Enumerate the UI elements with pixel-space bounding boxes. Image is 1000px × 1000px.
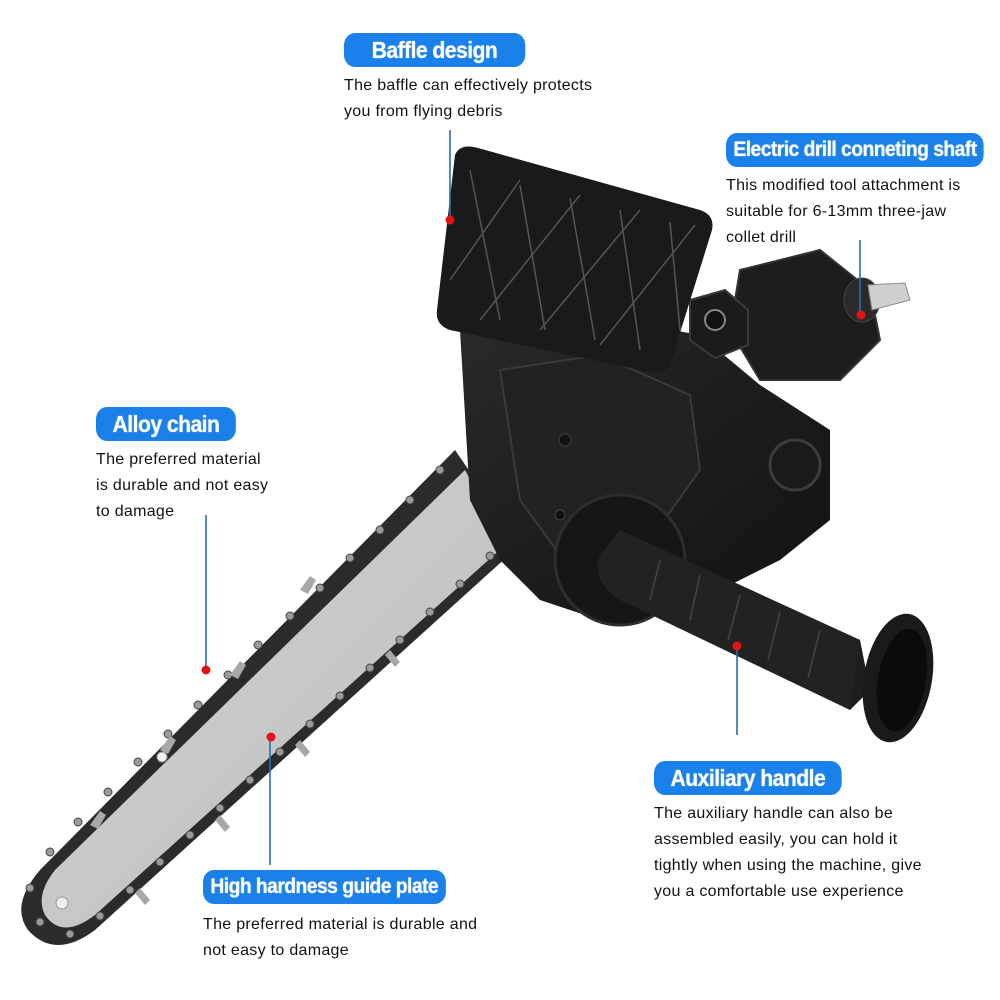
auxiliary-handle <box>553 493 934 743</box>
callout-shaft: Electric drill conneting shaft This modi… <box>726 133 1000 251</box>
callout-title: Electric drill conneting shaft <box>726 133 984 167</box>
callout-title: Alloy chain <box>96 407 236 441</box>
callout-chain: Alloy chain The preferred material is du… <box>96 407 268 525</box>
callout-handle: Auxiliary handle The auxiliary handle ca… <box>654 761 922 905</box>
marker-chain-icon <box>201 665 211 675</box>
callout-description: The baffle can effectively protects you … <box>344 77 593 120</box>
callout-title: Baffle design <box>344 33 525 67</box>
callout-guide-plate: High hardness guide plate The preferred … <box>203 870 477 964</box>
marker-handle-icon <box>732 641 742 651</box>
callout-description: The auxiliary handle can also be assembl… <box>654 805 922 900</box>
callout-baffle: Baffle design The baffle can effectively… <box>344 33 592 125</box>
callout-title: Auxiliary handle <box>654 761 842 795</box>
red-dot-markers <box>201 215 866 742</box>
callout-description: The preferred material is durable and no… <box>203 916 478 959</box>
marker-guide-icon <box>266 732 276 742</box>
guide-bar <box>21 450 520 945</box>
callout-description: This modified tool attachment is suitabl… <box>726 177 961 246</box>
callout-description: The preferred material is durable and no… <box>96 451 269 520</box>
callout-title: High hardness guide plate <box>203 870 446 904</box>
connector-lines <box>205 130 861 865</box>
baffle-plate <box>436 146 713 373</box>
marker-baffle-icon <box>445 215 455 225</box>
marker-shaft-icon <box>856 310 866 320</box>
